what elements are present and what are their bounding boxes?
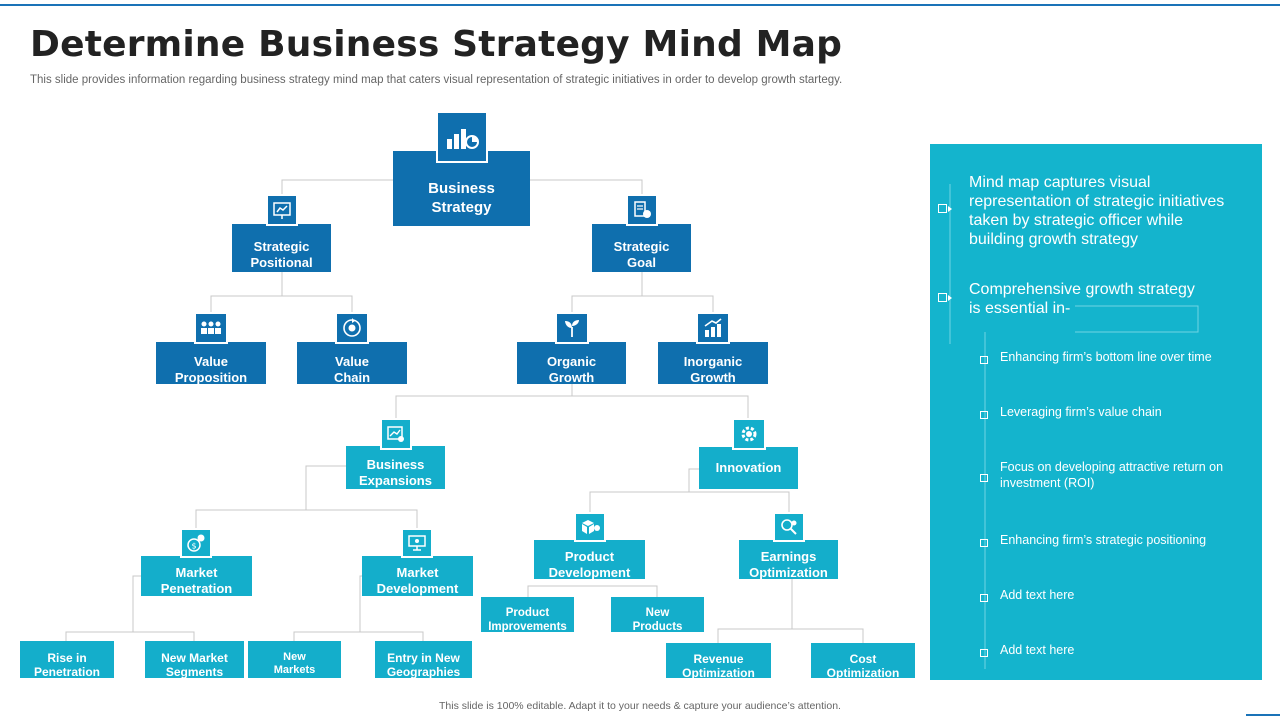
- panel-item-3: Focus on developing attractive return on…: [1000, 460, 1224, 490]
- panel-item-1: Enhancing firm’s bottom line over time: [1000, 350, 1212, 364]
- info-panel: Mind map captures visual representation …: [930, 144, 1262, 680]
- panel-item-2: Leveraging firm’s value chain: [1000, 405, 1162, 419]
- square-bullet-icon: [980, 649, 988, 657]
- goal-checklist-icon: [626, 194, 658, 226]
- dollar-icon: $: [180, 528, 212, 558]
- square-bullet-icon: [980, 594, 988, 602]
- panel-item-6: Add text here: [1000, 643, 1075, 657]
- connector-lines: [65, 179, 864, 643]
- top-accent-line: [0, 4, 1280, 6]
- square-bullet-icon: [980, 474, 988, 482]
- square-bullet-icon: [980, 539, 988, 547]
- plant-icon: [555, 312, 589, 344]
- arrow-bullet-icon: [938, 293, 952, 302]
- node-innovation[interactable]: Innovation: [699, 447, 798, 489]
- square-bullet-icon: [980, 356, 988, 364]
- cycle-icon: [335, 312, 369, 344]
- page-subtitle: This slide provides information regardin…: [30, 74, 843, 86]
- gear-icon: [732, 418, 766, 450]
- team-icon: [194, 312, 228, 344]
- growth-arrow-icon: [696, 312, 730, 344]
- arrow-bullet-icon: [938, 204, 952, 213]
- panel-intro: Mind map captures visual representation …: [969, 174, 1225, 248]
- panel-item-4: Enhancing firm’s strategic positioning: [1000, 533, 1207, 547]
- panel-heading: Comprehensive growth strategy is essenti…: [969, 281, 1195, 317]
- box-icon: [574, 512, 606, 542]
- square-bullet-icon: [980, 411, 988, 419]
- presentation-icon: [401, 528, 433, 558]
- bar-chart-icon: [436, 111, 488, 163]
- footer-note: This slide is 100% editable. Adapt it to…: [439, 700, 841, 712]
- svg-text:$: $: [192, 542, 197, 551]
- panel-guide-lines: [949, 184, 1199, 669]
- corner-accent-line: [1246, 714, 1280, 716]
- page-title: Determine Business Strategy Mind Map: [30, 24, 843, 65]
- chart-search-icon: [380, 418, 412, 450]
- panel-item-5: Add text here: [1000, 588, 1075, 602]
- strategy-board-icon: [266, 194, 298, 226]
- magnifier-icon: [773, 512, 805, 542]
